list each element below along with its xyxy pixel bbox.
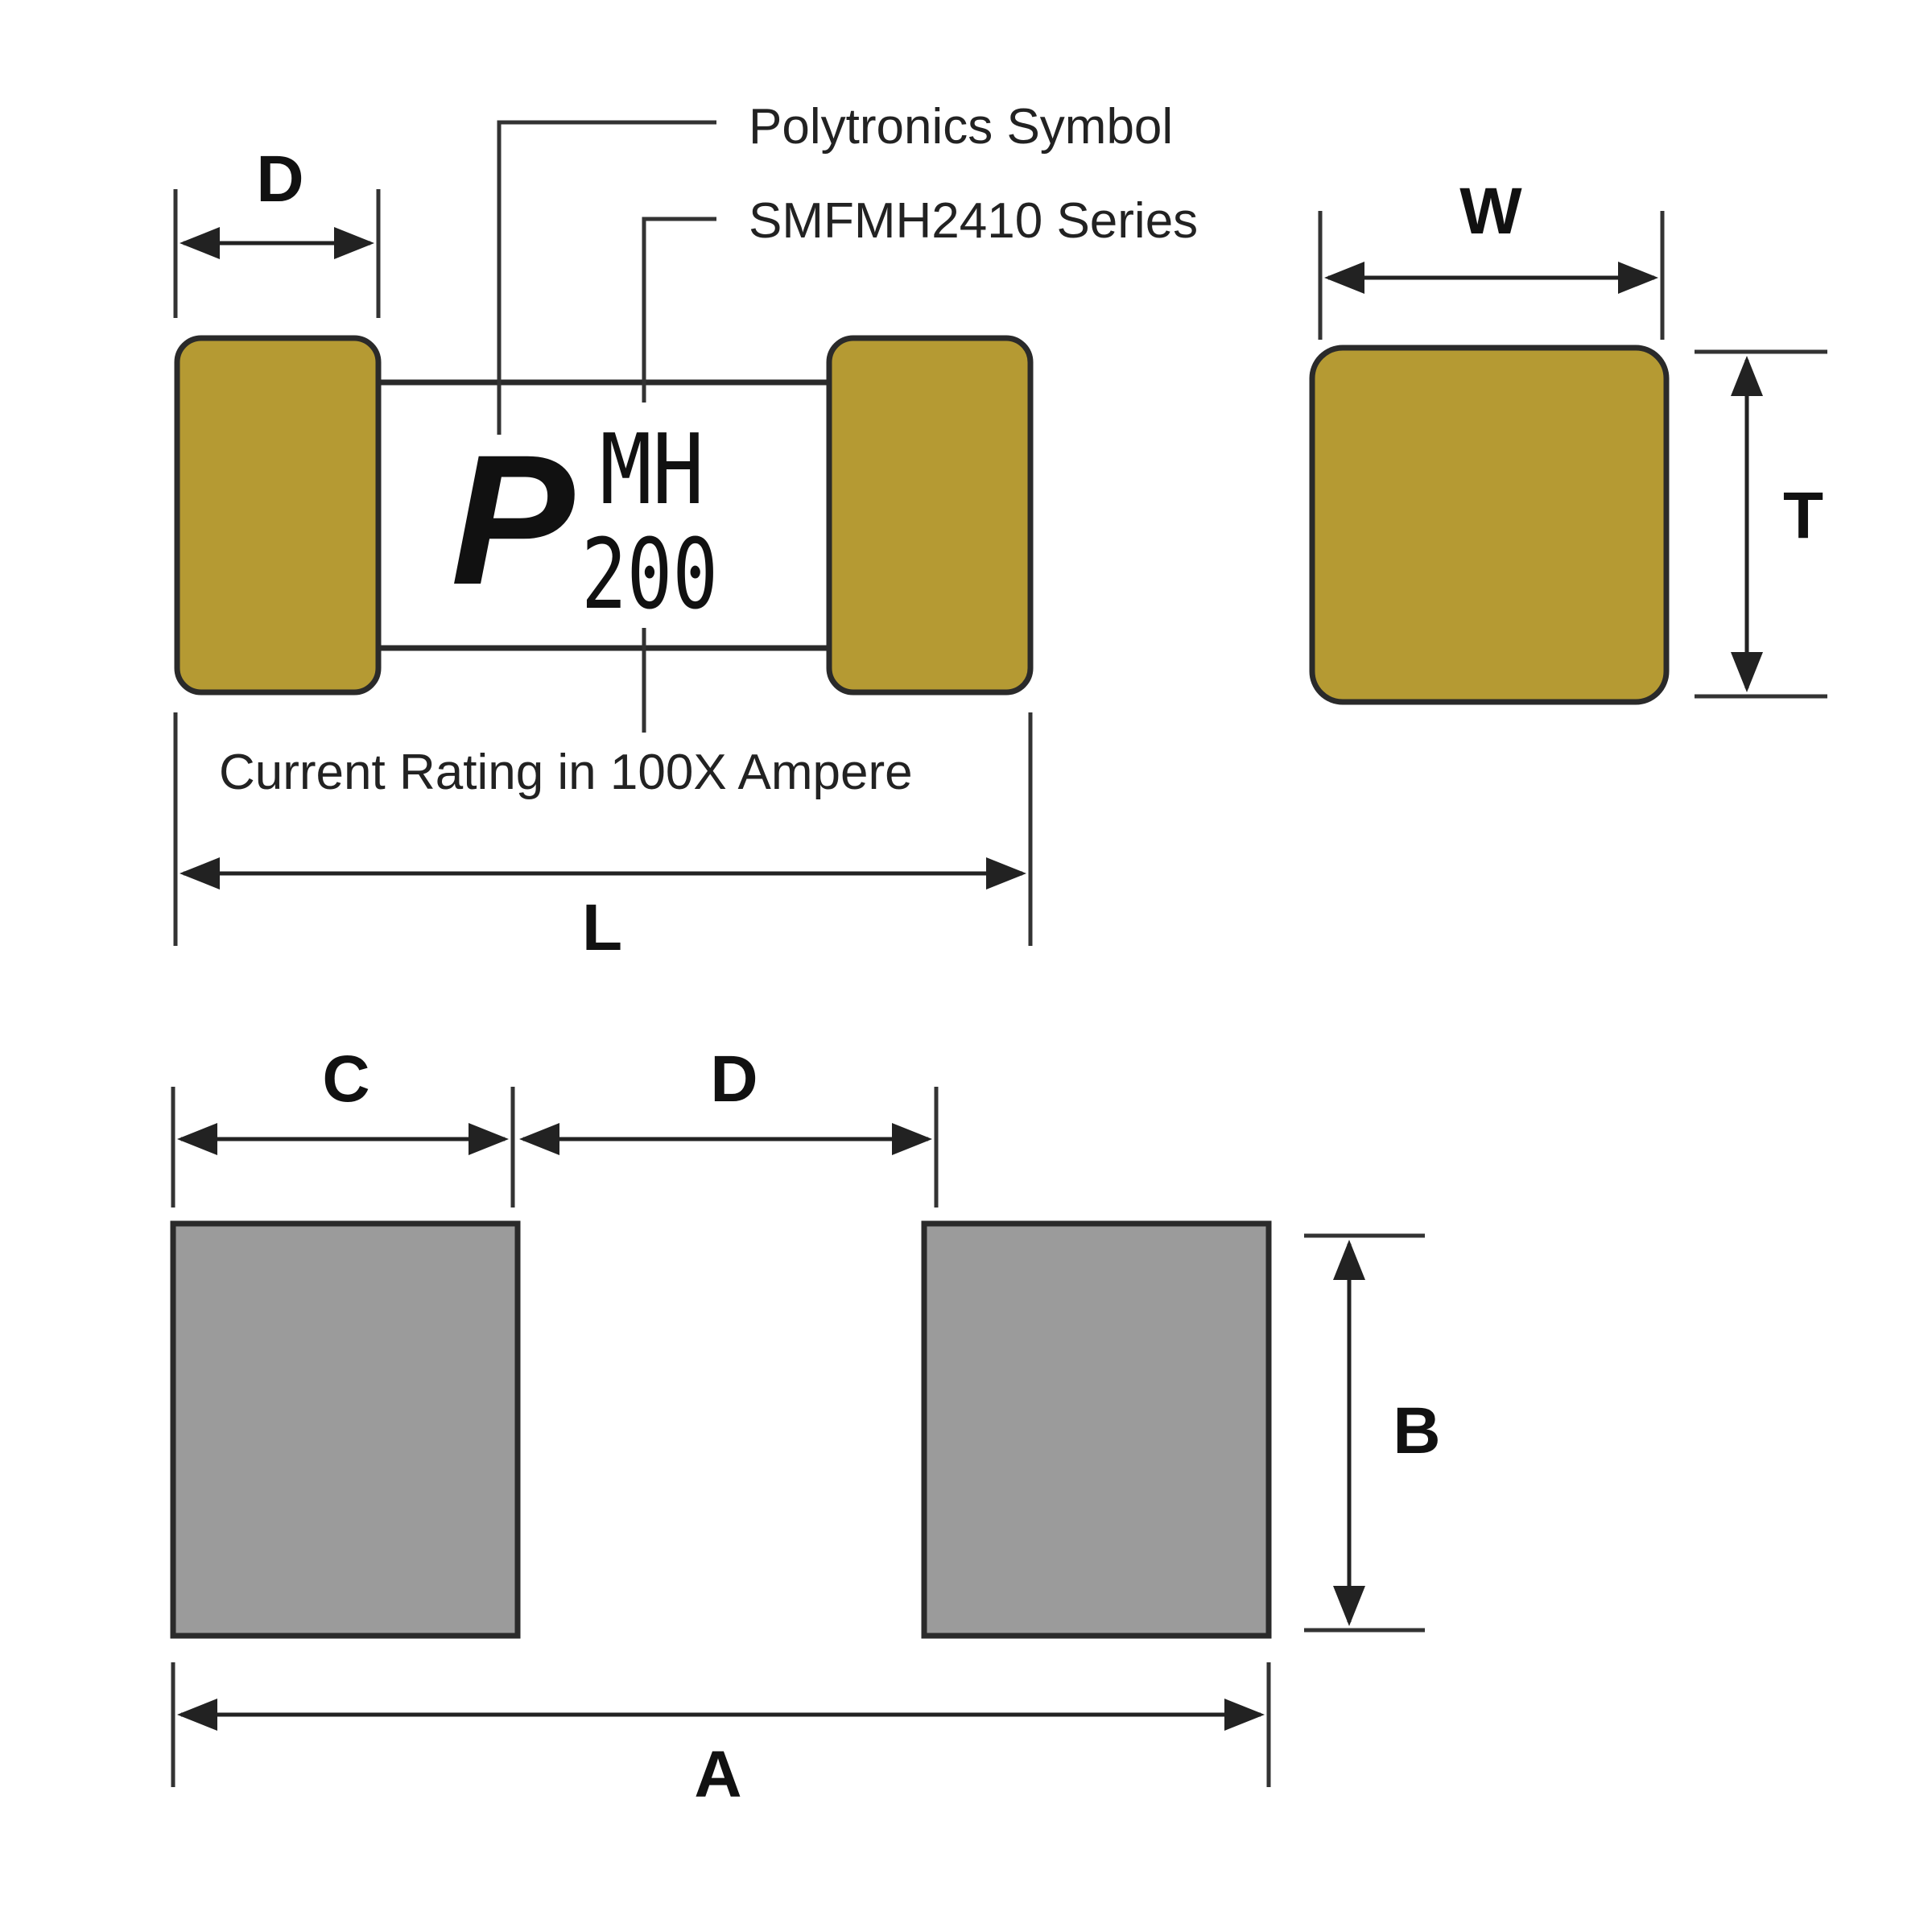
dimension-d-top: D bbox=[173, 142, 381, 318]
dimension-a: A bbox=[171, 1662, 1271, 1811]
label-d-pad: D bbox=[710, 1042, 758, 1116]
callout-series: SMFMH2410 Series bbox=[749, 193, 1198, 249]
dimension-t: T bbox=[1695, 349, 1827, 699]
series-code-mark: MH bbox=[600, 415, 704, 526]
dimension-w: W bbox=[1318, 175, 1665, 340]
right-pad bbox=[921, 1220, 1272, 1639]
dimension-l: L bbox=[173, 712, 1033, 964]
label-c: C bbox=[322, 1042, 369, 1116]
fuse-body bbox=[371, 379, 836, 651]
fuse-side-view: P MH 200 bbox=[174, 335, 1034, 696]
label-d-top: D bbox=[256, 142, 303, 216]
callout-current-rating: Current Rating in 100X Ampere bbox=[219, 745, 913, 800]
dimension-b: B bbox=[1304, 1233, 1441, 1633]
right-terminal bbox=[826, 335, 1034, 696]
label-l: L bbox=[582, 891, 622, 964]
dimension-c: C bbox=[171, 1042, 515, 1208]
left-pad bbox=[170, 1220, 521, 1639]
dimension-d-pad: D bbox=[519, 1042, 939, 1208]
rating-code-mark: 200 bbox=[581, 519, 718, 631]
fuse-end-view bbox=[1309, 345, 1670, 705]
label-t: T bbox=[1783, 479, 1823, 552]
left-terminal bbox=[174, 335, 382, 696]
leader-polytronics-symbol bbox=[497, 120, 716, 435]
end-terminal bbox=[1309, 345, 1670, 705]
leader-series bbox=[642, 217, 716, 402]
label-w: W bbox=[1459, 175, 1522, 248]
callouts: Polytronics Symbol SMFMH2410 Series Curr… bbox=[219, 99, 1198, 800]
callout-polytronics-symbol: Polytronics Symbol bbox=[749, 99, 1173, 155]
label-b: B bbox=[1393, 1394, 1440, 1468]
polytronics-symbol-mark: P bbox=[451, 416, 575, 623]
label-a: A bbox=[694, 1738, 741, 1811]
pad-layout bbox=[170, 1220, 1272, 1639]
